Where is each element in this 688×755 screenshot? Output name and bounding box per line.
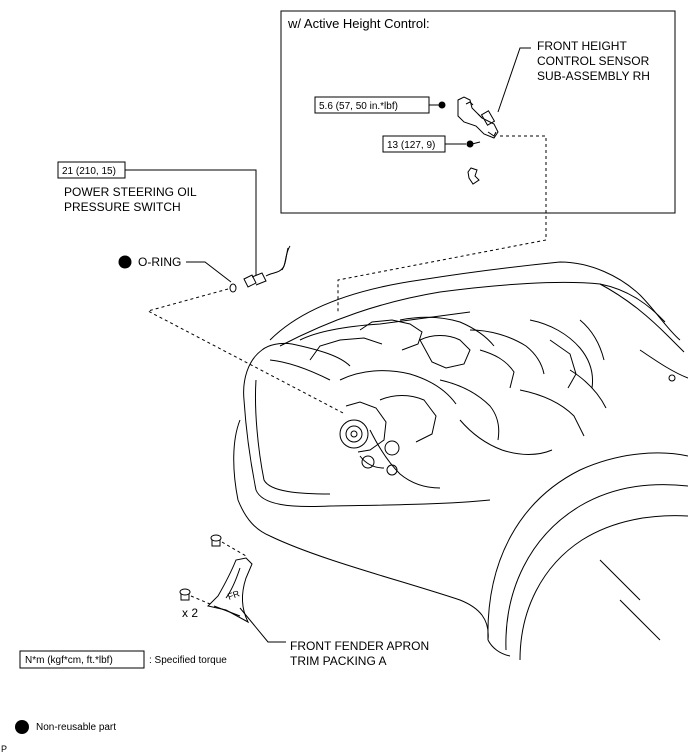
torque-a-text: 5.6 (57, 50 in.*lbf) — [319, 101, 398, 112]
vehicle-front-drawing — [233, 261, 688, 661]
legend-torque-box-text: N*m (kgf*cm, ft.*lbf) — [25, 655, 113, 666]
height-control-sensor-drawing — [438, 96, 499, 185]
apron-multiplier: x 2 — [182, 606, 198, 620]
legend-nonreusable-dot-icon — [15, 720, 29, 734]
sensor-label-line-2: CONTROL SENSOR — [537, 54, 650, 68]
legend-torque-desc: : Specified torque — [149, 655, 227, 666]
legend: N*m (kgf*cm, ft.*lbf) : Specified torque… — [15, 650, 227, 734]
inset-title: w/ Active Height Control: — [287, 16, 430, 31]
o-ring-callout: O-RING — [118, 255, 346, 415]
clip-upper-icon — [210, 534, 222, 547]
apron-trim-callout: x 2 FR FRONT FENDER APRON TRIM PACKING A — [179, 534, 429, 668]
pressure-switch-drawing — [243, 245, 291, 288]
switch-label-line-1: POWER STEERING OIL — [64, 185, 197, 199]
legend-torque-box — [19, 650, 145, 669]
apron-fr-marking: FR — [226, 588, 241, 602]
apron-label-line-1: FRONT FENDER APRON — [290, 639, 429, 653]
o-ring-icon — [229, 283, 237, 293]
apron-panel-drawing — [207, 557, 253, 624]
switch-torque-text: 21 (210, 15) — [62, 166, 116, 177]
nonreusable-dot-icon — [118, 255, 132, 269]
sensor-label-line-1: FRONT HEIGHT — [537, 39, 627, 53]
switch-label-line-2: PRESSURE SWITCH — [64, 200, 181, 214]
corner-mark: P — [1, 744, 7, 754]
apron-label-line-2: TRIM PACKING A — [290, 654, 386, 668]
legend-nonreusable-text: Non-reusable part — [36, 722, 116, 733]
o-ring-label: O-RING — [138, 255, 181, 269]
sensor-label-line-3: SUB-ASSEMBLY RH — [537, 69, 650, 83]
torque-b-text: 13 (127, 9) — [387, 140, 435, 151]
clip-lower-icon — [179, 588, 191, 601]
pressure-switch-callout: 21 (210, 15) POWER STEERING OIL PRESSURE… — [57, 161, 291, 288]
inset-panel: w/ Active Height Control: FRONT HEIGHT C… — [280, 10, 676, 313]
